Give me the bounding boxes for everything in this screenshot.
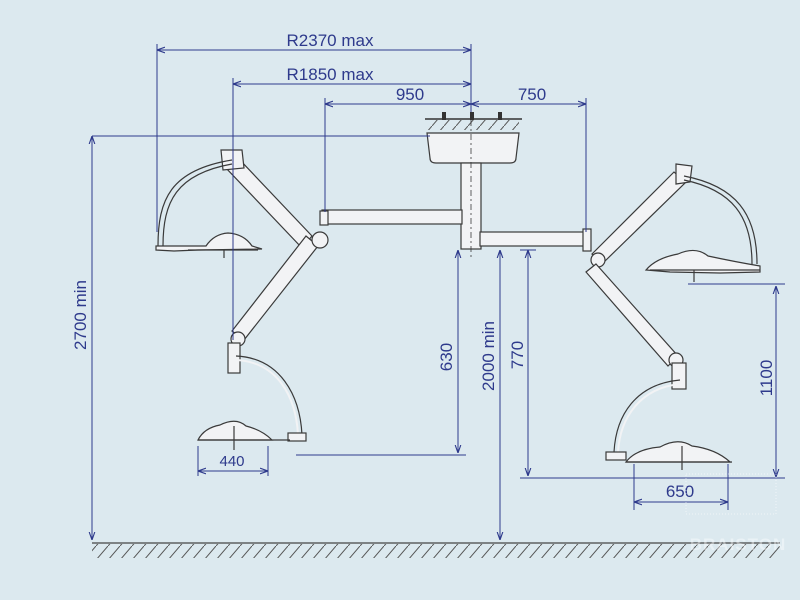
label-770: 770 [508, 341, 527, 369]
label-650: 650 [666, 482, 694, 501]
label-1100: 1100 [757, 360, 776, 397]
watermark: BRAISTON [685, 473, 786, 554]
label-r2370: R2370 max [287, 31, 374, 50]
left-upper-lamp [155, 149, 313, 258]
label-2000: 2000 min [479, 321, 498, 391]
central-column [460, 120, 482, 258]
label-r1850: R1850 max [287, 65, 374, 84]
dimension-770 [520, 249, 682, 479]
label-630: 630 [437, 343, 456, 371]
dimension-440 [197, 446, 269, 476]
left-horizontal-arm [319, 209, 463, 226]
left-lower-arm [197, 231, 329, 450]
dimension-1100 [682, 283, 785, 479]
right-horizontal-arm [479, 228, 592, 252]
label-750: 750 [518, 85, 546, 104]
floor [92, 542, 780, 558]
dimension-room-height [92, 135, 430, 540]
dimension-arms [324, 98, 587, 232]
label-440: 440 [219, 453, 244, 470]
label-2700: 2700 min [71, 280, 90, 350]
right-lower-arm [585, 263, 732, 470]
dimension-650 [633, 464, 729, 510]
dimension-630 [296, 250, 466, 456]
dimension-r2370 [156, 44, 472, 232]
watermark-text: BRAISTON [690, 535, 786, 554]
right-upper-lamp [590, 163, 761, 282]
dimension-r1850 [232, 78, 471, 340]
ceiling-mount [425, 112, 522, 164]
label-950: 950 [396, 85, 424, 104]
